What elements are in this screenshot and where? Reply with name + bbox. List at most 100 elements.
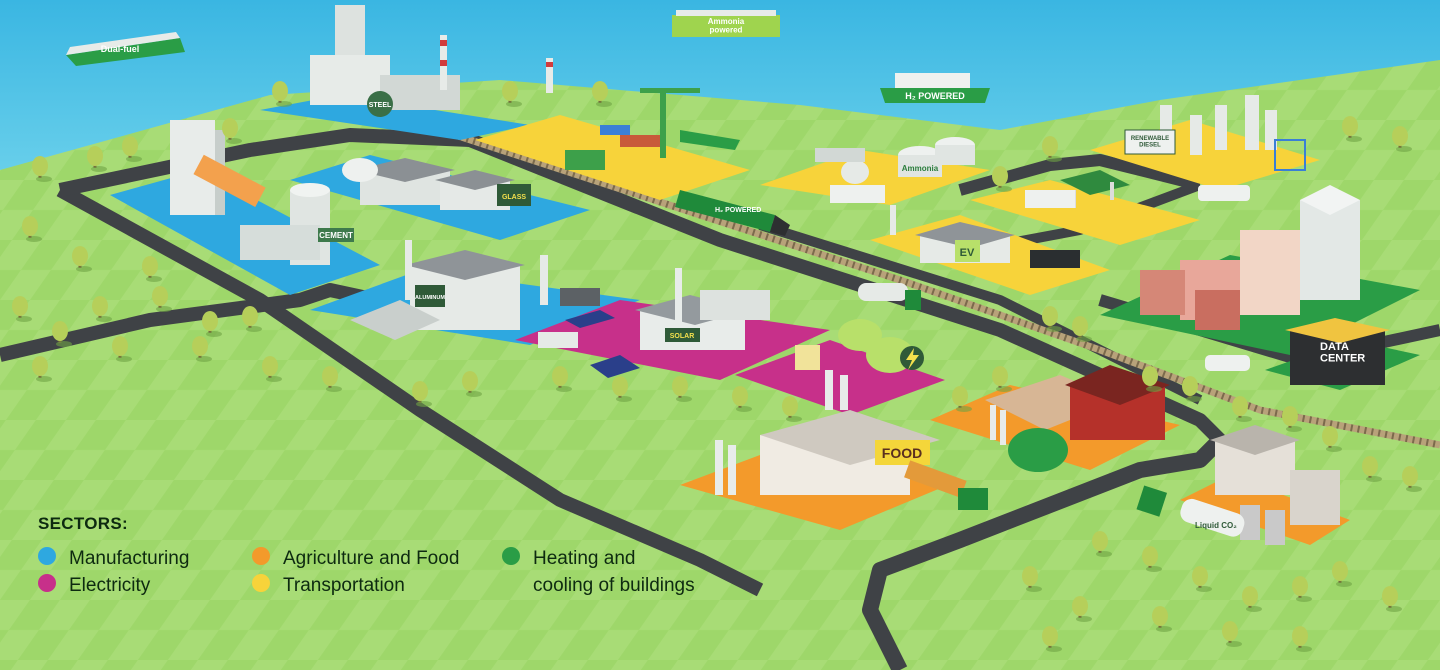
tree <box>612 376 632 402</box>
solar-facility: SOLAR <box>565 268 770 378</box>
legend-item-electricity: Electricity <box>38 572 150 599</box>
tree <box>32 356 52 382</box>
tree <box>1382 586 1402 612</box>
tree <box>272 81 292 107</box>
tree <box>992 366 1012 392</box>
cement-plant: CEMENT <box>170 120 354 265</box>
tree <box>1042 136 1062 162</box>
tree <box>322 366 342 392</box>
glass-sign: GLASS <box>502 194 526 201</box>
solar-truck <box>538 332 578 348</box>
legend-dot-transportation <box>252 574 270 592</box>
tree <box>992 166 1012 192</box>
truck-ammonia <box>830 185 885 203</box>
cement-sign: CEMENT <box>319 231 353 240</box>
tree <box>1292 576 1312 602</box>
steel-plant: STEEL <box>310 5 553 117</box>
train-label: H₂ POWERED <box>715 207 761 214</box>
food-plant: FOOD <box>715 410 940 495</box>
tree <box>32 156 52 182</box>
fuel-truck <box>858 283 921 310</box>
tree <box>1022 566 1042 592</box>
ship-port <box>680 130 740 150</box>
legend-label-transportation: Transportation <box>283 575 405 596</box>
tree <box>1392 126 1412 152</box>
tree <box>152 286 172 312</box>
tree <box>1072 316 1092 342</box>
ship-h2: H₂ POWERED <box>880 73 990 103</box>
tree <box>12 296 32 322</box>
ship-h2-label: H₂ POWERED <box>905 91 965 101</box>
tree <box>1042 306 1062 332</box>
tree <box>672 376 692 402</box>
electricity-plant <box>795 319 924 410</box>
tree <box>122 136 142 162</box>
ev-station: EV <box>890 205 1080 268</box>
legend-item-heating: Heating and cooling of buildings <box>502 545 695 599</box>
tree <box>1092 531 1112 557</box>
ship-dual-fuel-label: Dual-fuel <box>101 44 140 54</box>
tree <box>462 371 482 397</box>
truck-fuel-station <box>1025 190 1075 208</box>
buildings: CEMENT GLASS STEEL <box>170 5 1390 545</box>
tree <box>1042 626 1062 652</box>
legend-title: SECTORS: <box>38 514 128 533</box>
legend-item-transportation: Transportation <box>252 572 405 599</box>
tree <box>112 336 132 362</box>
legend-dot-agriculture <box>252 547 270 565</box>
tree <box>952 386 972 412</box>
tree <box>192 336 212 362</box>
legend-dot-heating <box>502 547 520 565</box>
legend-dot-electricity <box>38 574 56 592</box>
tree <box>732 386 752 412</box>
tree <box>1322 426 1342 452</box>
steel-sign: STEEL <box>369 102 392 109</box>
ev-sign: EV <box>960 247 975 259</box>
legend-dot-manufacturing <box>38 547 56 565</box>
legend-item-manufacturing: Manufacturing <box>38 545 189 572</box>
solar-sign: SOLAR <box>670 333 695 340</box>
tree <box>1142 366 1162 392</box>
trees <box>12 81 1422 652</box>
city-buildings <box>1140 185 1360 330</box>
legend-item-agriculture: Agriculture and Food <box>252 545 459 572</box>
pad-port <box>475 115 750 200</box>
tree <box>1292 626 1312 652</box>
aluminum-sign: ALUMINUM <box>415 295 445 301</box>
tree <box>72 246 92 272</box>
legend-label-manufacturing: Manufacturing <box>69 548 190 569</box>
ship-dual-fuel: Dual-fuel <box>66 32 185 66</box>
tree <box>52 321 72 347</box>
h2-train: H₂ POWERED <box>675 190 790 236</box>
tree <box>22 216 42 242</box>
co2-truck: Liquid CO₂ <box>1136 485 1245 537</box>
pad-steel <box>260 95 530 140</box>
ammonia-tank-label: Ammonia <box>902 164 939 173</box>
bus <box>1198 185 1250 201</box>
legend-label-electricity: Electricity <box>69 575 151 596</box>
tree <box>1072 596 1092 622</box>
tree <box>1342 116 1362 142</box>
tree <box>1332 561 1352 587</box>
aluminum-plant: ALUMINUM <box>350 240 600 340</box>
lightning-icon <box>906 348 919 370</box>
tree <box>782 396 802 422</box>
glass-plant: GLASS <box>342 158 531 210</box>
tree <box>1362 456 1382 482</box>
food-truck <box>904 460 988 510</box>
tree <box>1242 586 1262 612</box>
tree <box>202 311 222 337</box>
liquid-co2-label: Liquid CO₂ <box>1195 521 1237 530</box>
vehicles: H₂ POWERED Liquid CO₂ <box>538 185 1250 537</box>
tree <box>502 81 522 107</box>
tree <box>1232 396 1252 422</box>
farm <box>985 365 1170 472</box>
tree <box>412 381 432 407</box>
tree <box>1402 466 1422 492</box>
food-sign: FOOD <box>882 445 922 461</box>
